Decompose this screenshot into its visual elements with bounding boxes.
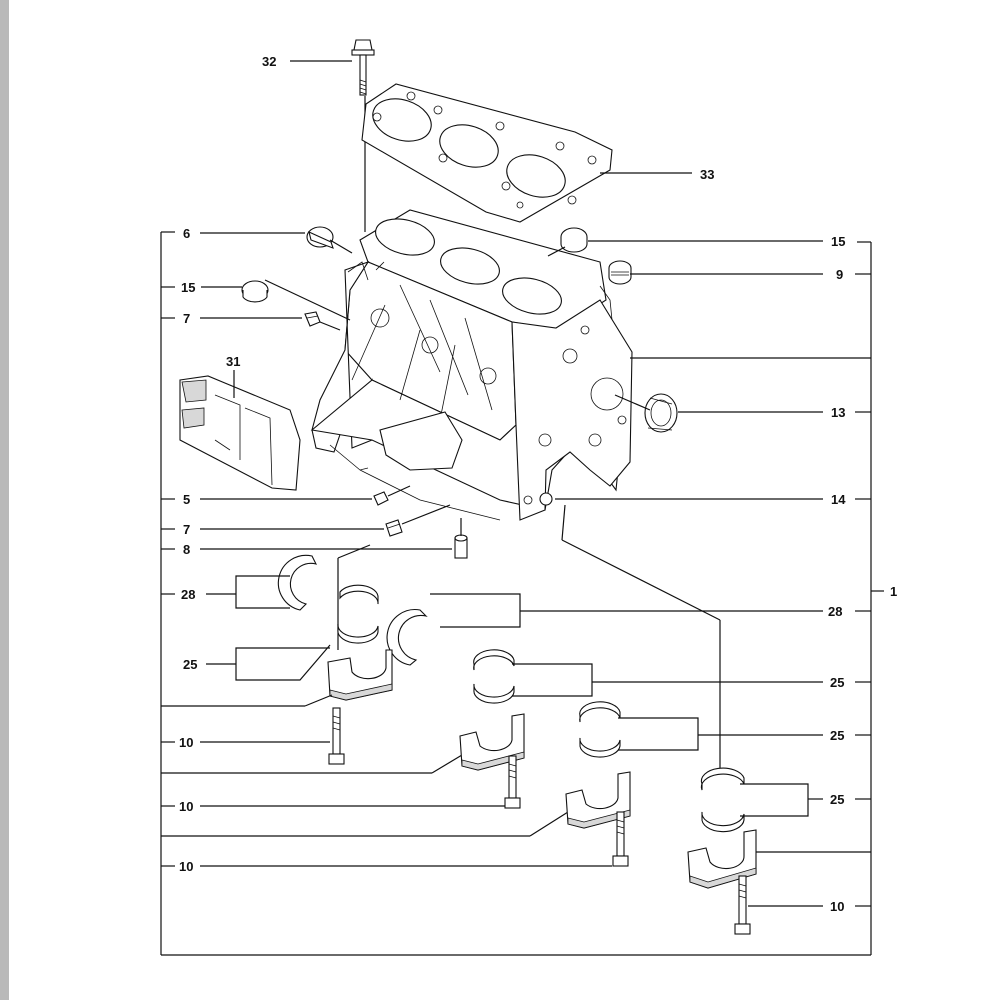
part-7-plug-upper xyxy=(304,311,321,327)
main-bearing-cap-4 xyxy=(687,829,757,889)
callout-10-second: 10 xyxy=(179,799,193,814)
callout-32: 32 xyxy=(262,54,276,69)
callout-7-lower: 7 xyxy=(183,522,190,537)
callout-9: 9 xyxy=(836,267,843,282)
callout-25-set3: 25 xyxy=(830,728,844,743)
part-28-thrust-washer-right xyxy=(386,609,428,666)
callout-25-left: 25 xyxy=(183,657,197,672)
main-bearing-cap-3 xyxy=(565,771,631,829)
part-14-plug xyxy=(539,492,553,506)
part-5-plug xyxy=(373,491,389,506)
part-6-plug xyxy=(306,226,334,249)
part-32-head-bolt xyxy=(351,39,375,96)
callout-25-set4: 25 xyxy=(830,792,844,807)
part-10-cap-bolt-4 xyxy=(734,875,751,935)
part-10-cap-bolt-1 xyxy=(328,707,345,765)
part-13-bushing xyxy=(644,393,678,433)
callout-7-upper: 7 xyxy=(183,311,190,326)
part-10-cap-bolt-3 xyxy=(612,811,629,867)
part-25-bearing-shell-set-1 xyxy=(337,584,379,644)
callout-10-first: 10 xyxy=(179,735,193,750)
part-25-bearing-shell-set-3 xyxy=(579,701,621,758)
part-9-threaded-plug xyxy=(608,260,632,285)
callout-15-right: 15 xyxy=(831,234,845,249)
callout-labels: 32 33 6 15 9 15 7 31 13 5 14 7 8 28 1 28… xyxy=(179,54,897,914)
page-edge-bar xyxy=(0,0,9,1000)
part-25-bearing-shell-set-4 xyxy=(700,767,745,833)
main-bearing-cap-1 xyxy=(327,649,393,701)
part-7-plug-lower xyxy=(385,519,403,537)
callout-10-third: 10 xyxy=(179,859,193,874)
callout-13: 13 xyxy=(831,405,845,420)
part-15-plug-right xyxy=(560,227,588,253)
part-33-head-gasket xyxy=(361,83,613,223)
callout-28-right: 28 xyxy=(828,604,842,619)
callout-28-left: 28 xyxy=(181,587,195,602)
callout-6: 6 xyxy=(183,226,190,241)
cylinder-block xyxy=(310,209,633,521)
callout-15-left: 15 xyxy=(181,280,195,295)
callout-5: 5 xyxy=(183,492,190,507)
part-8-dowel-pin xyxy=(454,534,468,559)
part-10-cap-bolt-2 xyxy=(504,755,521,809)
part-15-plug-left xyxy=(241,280,269,303)
callout-8: 8 xyxy=(183,542,190,557)
part-28-thrust-washer-left xyxy=(277,554,318,611)
callout-31: 31 xyxy=(226,354,240,369)
callout-33: 33 xyxy=(700,167,714,182)
part-31-side-cover xyxy=(179,375,301,491)
callout-25-set2: 25 xyxy=(830,675,844,690)
callout-14: 14 xyxy=(831,492,846,507)
callout-1: 1 xyxy=(890,584,897,599)
part-25-bearing-shell-set-2 xyxy=(473,649,515,704)
callout-10-fourth: 10 xyxy=(830,899,844,914)
